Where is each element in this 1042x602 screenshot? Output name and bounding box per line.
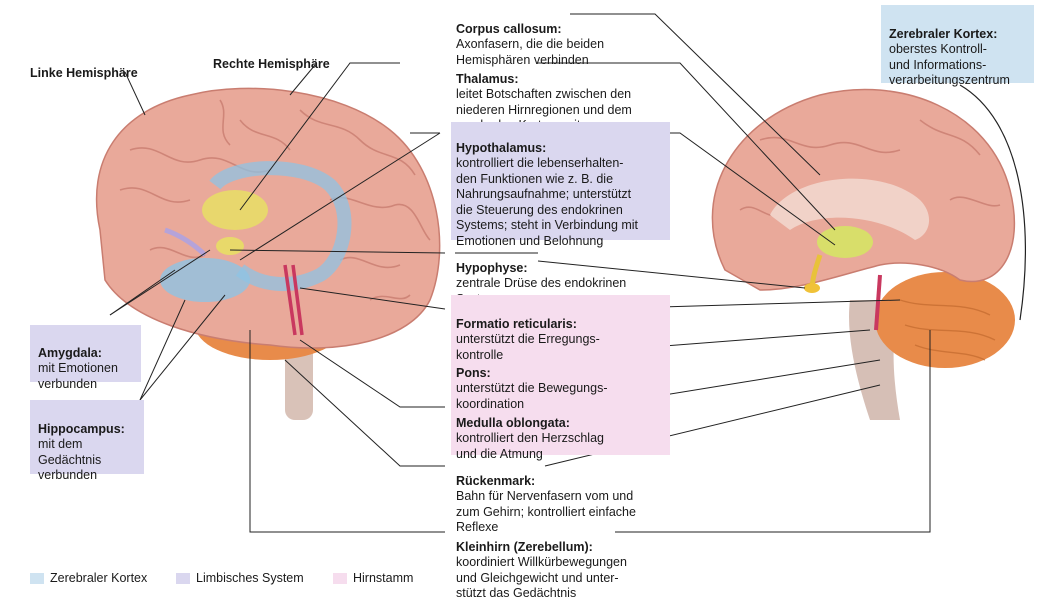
legend-limbisch-label: Limbisches System	[196, 571, 304, 585]
label-amygdala-title: Amygdala:	[38, 345, 102, 360]
right-hemisphere-label: Rechte Hemisphäre	[213, 57, 330, 71]
label-kleinhirn: Kleinhirn (Zerebellum):koordiniert Willk…	[456, 524, 627, 602]
label-medulla-text: kontrolliert den Herzschlag und die Atmu…	[456, 431, 604, 461]
label-amygdala: Amygdala:mit Emotionen verbunden	[30, 325, 141, 391]
label-hypophyse-title: Hypophyse:	[456, 260, 528, 275]
left-hypothalamus	[216, 237, 244, 255]
legend-hirnstamm: Hirnstamm	[333, 571, 413, 585]
right-corpus-callosum	[770, 178, 930, 240]
label-formatio: Formatio reticularis:unterstützt die Err…	[456, 301, 600, 363]
label-corpus-title: Corpus callosum:	[456, 21, 562, 36]
label-pons-text: unterstützt die Bewegungs- koordination	[456, 381, 608, 411]
label-pons-title: Pons:	[456, 365, 491, 380]
label-kortex: Zerebraler Kortex:oberstes Kontroll- und…	[881, 5, 1034, 87]
label-formatio-text: unterstützt die Erregungs- kontrolle	[456, 332, 600, 362]
left-limbic-arc	[209, 161, 352, 292]
label-corpus-text: Axonfasern, die die beiden Hemisphären v…	[456, 37, 605, 67]
legend-limbisch-swatch	[176, 572, 190, 584]
left-brainstem	[285, 340, 313, 420]
label-rueckenmark-title: Rückenmark:	[456, 473, 536, 488]
legend-kortex: Zerebraler Kortex	[30, 571, 147, 585]
left-cortex	[95, 87, 441, 349]
label-medulla-title: Medulla oblongata:	[456, 415, 570, 430]
label-formatio-title: Formatio reticularis:	[456, 316, 577, 331]
left-thalamus	[202, 190, 268, 230]
legend-hirnstamm-swatch	[333, 572, 347, 584]
left-hippocampus	[160, 258, 250, 302]
label-kortex-title: Zerebraler Kortex:	[889, 26, 998, 41]
right-brain-illustration	[711, 84, 1027, 420]
label-kleinhirn-title: Kleinhirn (Zerebellum):	[456, 539, 593, 554]
right-thalamus	[817, 226, 873, 258]
label-corpus-callosum: Corpus callosum:Axonfasern, die die beid…	[456, 6, 604, 68]
right-cerebellum	[875, 272, 1015, 368]
right-formatio	[874, 274, 882, 331]
legend-limbisch: Limbisches System	[176, 571, 304, 585]
label-kortex-text: oberstes Kontroll- und Informations- ver…	[889, 42, 1010, 87]
label-amygdala-text: mit Emotionen verbunden	[38, 361, 118, 391]
right-hypophyse	[804, 283, 820, 293]
label-rueckenmark: Rückenmark:Bahn für Nervenfasern vom und…	[456, 458, 636, 536]
label-pons: Pons:unterstützt die Bewegungs- koordina…	[456, 350, 607, 412]
legend-hirnstamm-label: Hirnstamm	[353, 571, 414, 585]
legend-kortex-swatch	[30, 572, 44, 584]
label-hypothal-title: Hypothalamus:	[456, 140, 547, 155]
label-hippocampus: Hippocampus:mit dem Gedächtnis verbunden	[30, 400, 144, 482]
label-thalamus-title: Thalamus:	[456, 71, 519, 86]
left-formatio	[283, 264, 304, 336]
left-hemisphere-label: Linke Hemisphäre	[30, 66, 138, 80]
label-medulla: Medulla oblongata:kontrolliert den Herzs…	[456, 400, 604, 462]
label-rueckenmark-text: Bahn für Nervenfasern vom und zum Gehirn…	[456, 489, 636, 534]
hirnstamm-box	[451, 295, 670, 455]
label-kleinhirn-text: koordiniert Willkürbewegungen und Gleich…	[456, 555, 627, 600]
legend-kortex-label: Zerebraler Kortex	[50, 571, 148, 585]
left-brain-illustration	[95, 87, 441, 420]
label-hippocampus-text: mit dem Gedächtnis verbunden	[38, 437, 102, 482]
left-amygdala	[164, 227, 207, 257]
label-hypothalamus: Hypothalamus:kontrolliert die lebenserha…	[451, 122, 670, 248]
label-hippocampus-title: Hippocampus:	[38, 421, 125, 436]
kortex-bracket	[959, 84, 1027, 321]
label-hypothal-text: kontrolliert die lebenserhalten- den Fun…	[456, 156, 639, 248]
